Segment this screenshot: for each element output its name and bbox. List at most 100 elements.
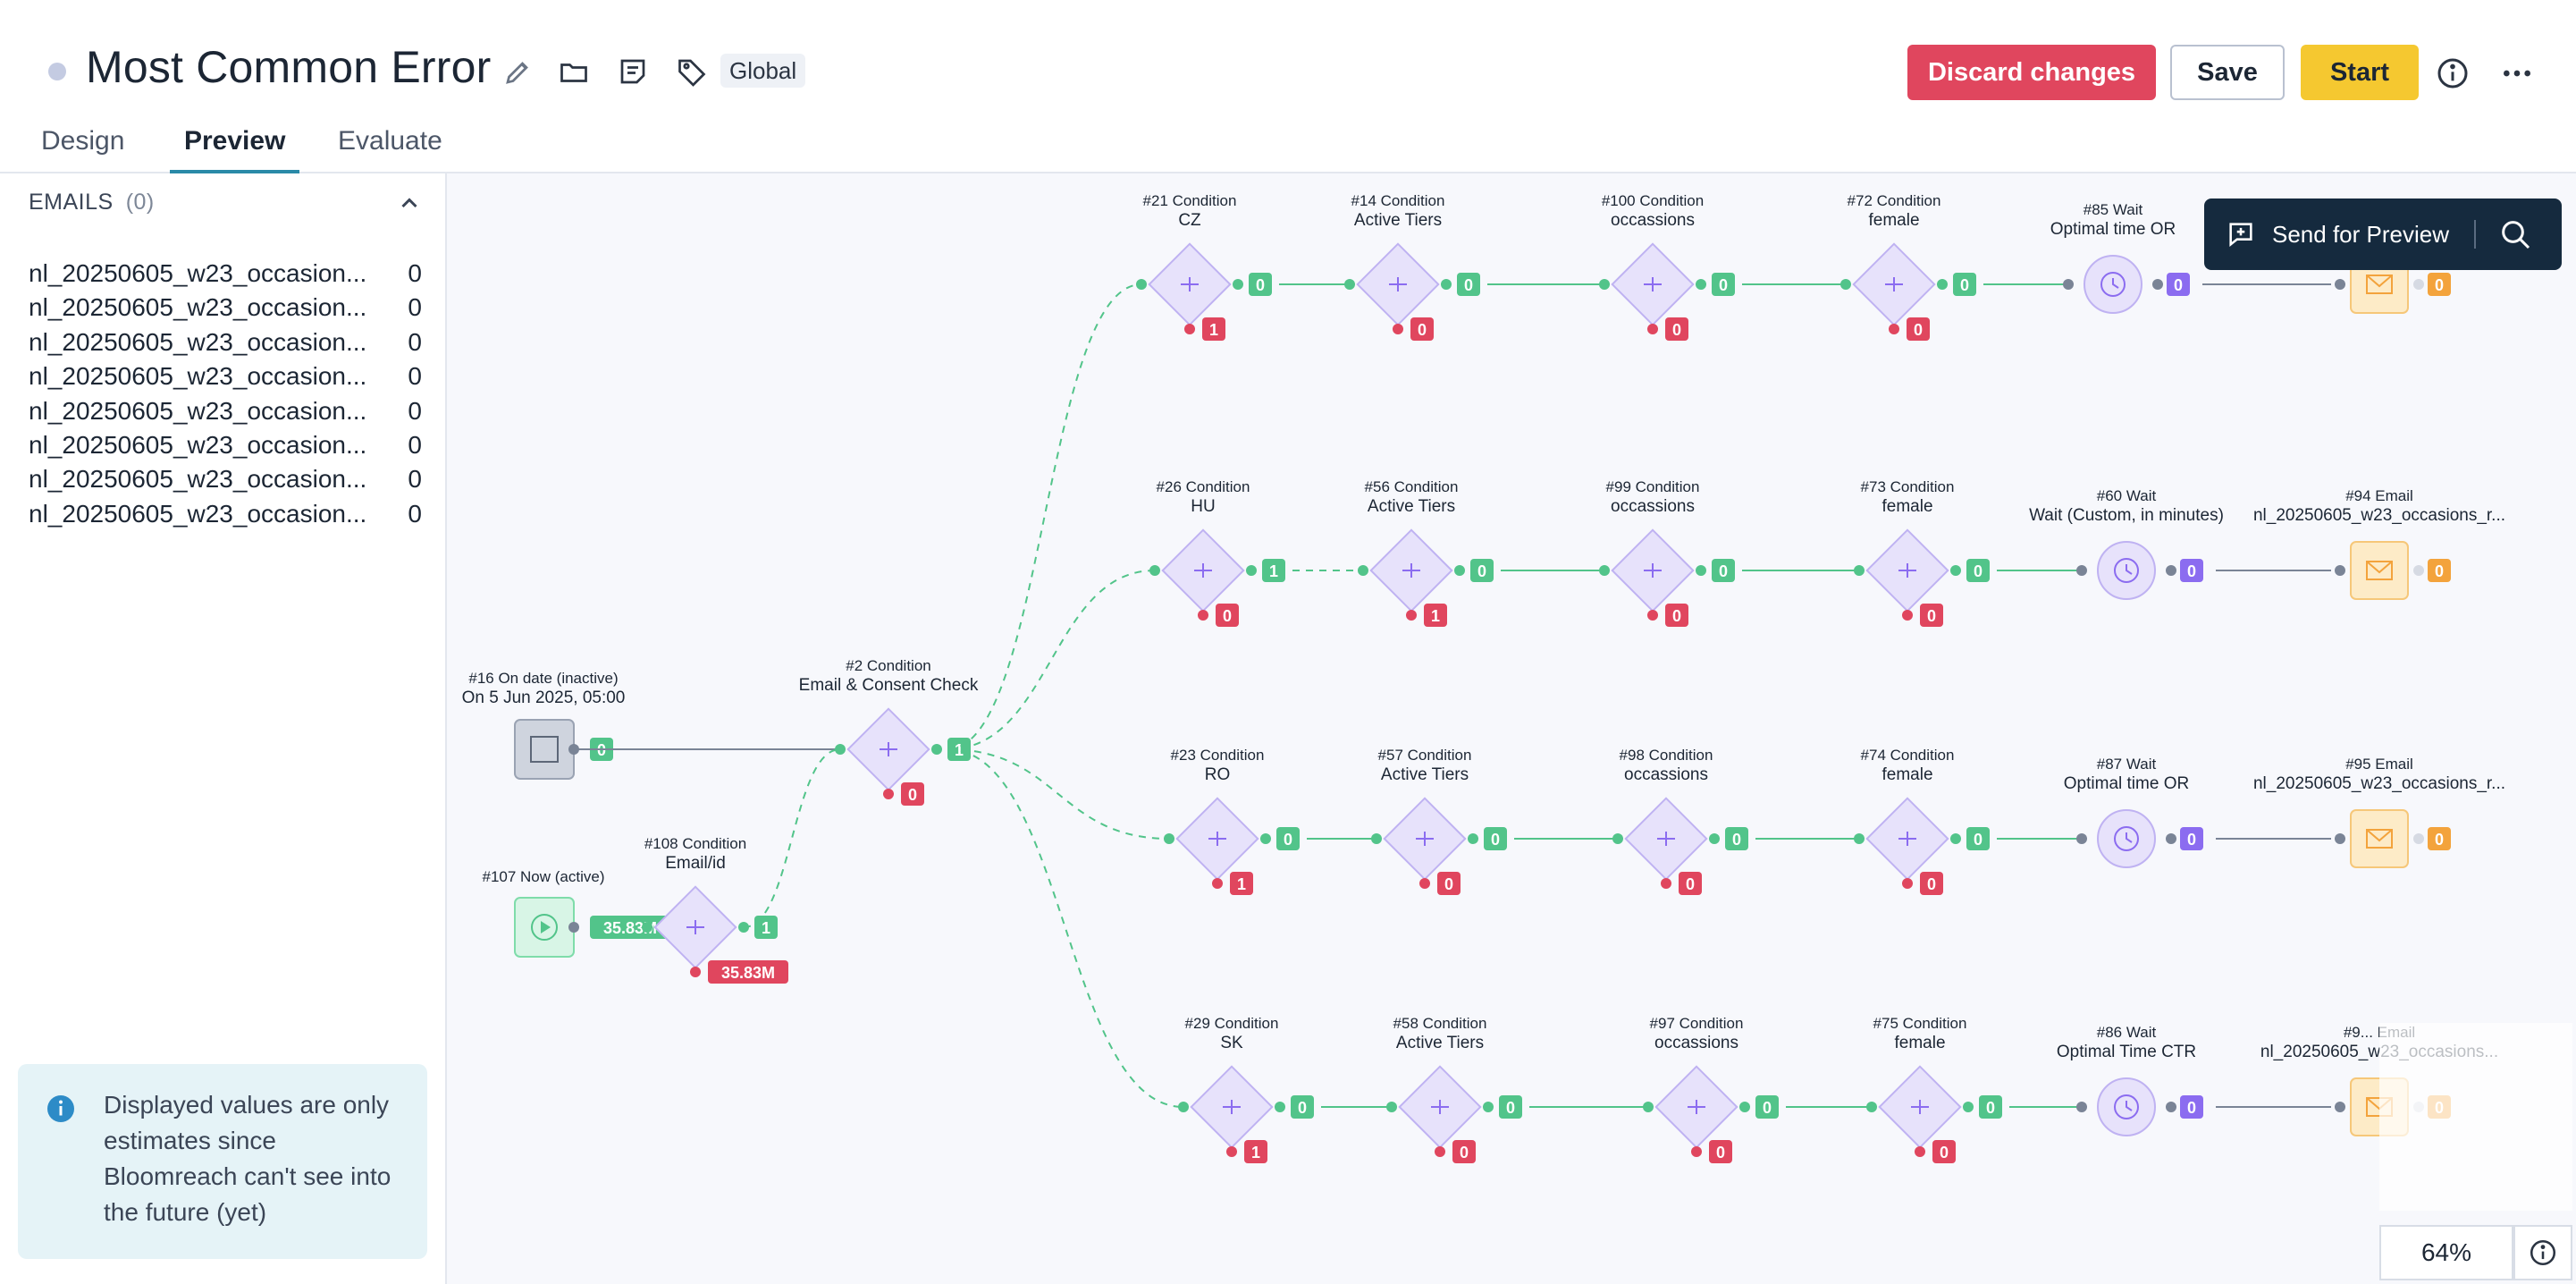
tag-icon[interactable] — [672, 52, 711, 91]
condition-icon — [1644, 563, 1662, 578]
condition-node[interactable] — [1878, 1065, 1962, 1149]
condition-node-108[interactable] — [653, 885, 737, 969]
no-count-badge-bg — [1920, 604, 1943, 627]
node-title: #99 Condition — [1606, 478, 1700, 495]
minimap[interactable] — [2379, 1023, 2572, 1211]
no-count-badge-label: 1 — [1237, 875, 1246, 893]
condition-node[interactable] — [1369, 528, 1453, 612]
email-node[interactable] — [2350, 541, 2409, 600]
condition-node[interactable] — [1148, 242, 1232, 326]
email-list-item[interactable]: nl_20250605_w23_occasion...0 — [29, 259, 422, 293]
clock-hands — [2126, 832, 2133, 843]
email-name: nl_20250605_w23_occasion... — [29, 362, 367, 391]
condition-node[interactable] — [1398, 1065, 1482, 1149]
email-box[interactable] — [2350, 809, 2409, 868]
tab-evaluate[interactable]: Evaluate — [338, 126, 442, 156]
note-icon[interactable] — [613, 52, 652, 91]
output-port — [2413, 279, 2424, 290]
send-for-preview-button[interactable]: Send for Preview — [2204, 199, 2481, 270]
tab-preview[interactable]: Preview — [170, 114, 300, 173]
no-count-badge-label: 0 — [1716, 1144, 1725, 1162]
no-port — [1691, 1146, 1702, 1157]
yes-port — [1468, 833, 1478, 844]
condition-node[interactable] — [1611, 242, 1695, 326]
no-count-badge-label: 0 — [1914, 321, 1923, 339]
yes-port — [1441, 279, 1452, 290]
email-count-badge-bg — [2428, 273, 2451, 296]
condition-node[interactable] — [1356, 242, 1440, 326]
save-button[interactable]: Save — [2170, 45, 2285, 100]
input-port — [1612, 833, 1623, 844]
email-box[interactable] — [2350, 541, 2409, 600]
wait-count-badge-label: 0 — [2187, 562, 2196, 580]
condition-icon — [880, 742, 897, 756]
folder-icon[interactable] — [554, 52, 593, 91]
wait-node[interactable] — [2097, 1077, 2156, 1136]
email-list-item[interactable]: nl_20250605_w23_occasion...0 — [29, 500, 422, 534]
condition-icon — [1657, 832, 1675, 846]
email-name: nl_20250605_w23_occasion... — [29, 396, 367, 425]
zoom-info-icon[interactable] — [2513, 1225, 2572, 1280]
no-port — [1198, 610, 1208, 621]
email-list-item[interactable]: nl_20250605_w23_occasion...0 — [29, 328, 422, 362]
clock-hands — [2126, 564, 2133, 575]
flow-canvas[interactable]: #16 On date (inactive)On 5 Jun 2025, 05:… — [447, 173, 2576, 1284]
chevron-up-icon[interactable] — [393, 188, 425, 220]
email-list-item[interactable]: nl_20250605_w23_occasion...0 — [29, 397, 422, 431]
no-count-badge-bg — [1216, 604, 1239, 627]
condition-node[interactable] — [1611, 528, 1695, 612]
edit-pencil-icon[interactable] — [499, 52, 538, 91]
discard-changes-button[interactable]: Discard changes — [1907, 45, 2156, 100]
no-count-badge: 0 — [1410, 317, 1434, 341]
email-count: 0 — [408, 465, 422, 494]
start-button[interactable]: Start — [2301, 45, 2419, 100]
condition-node[interactable] — [1383, 797, 1467, 881]
condition-node[interactable] — [1624, 797, 1708, 881]
trigger-now-node[interactable] — [514, 897, 575, 958]
scope-chip[interactable]: Global — [720, 54, 806, 88]
condition-node[interactable] — [1161, 528, 1245, 612]
wait-node[interactable] — [2084, 255, 2142, 314]
condition-node[interactable] — [1865, 797, 1949, 881]
email-count-badge-label: 0 — [2435, 562, 2444, 580]
condition-icon — [1208, 832, 1226, 846]
yes-count-badge-bg — [1484, 827, 1507, 850]
email-list-item[interactable]: nl_20250605_w23_occasion...0 — [29, 465, 422, 499]
emails-section-title: EMAILS — [29, 190, 114, 215]
condition-node[interactable] — [1190, 1065, 1274, 1149]
yes-count-badge-bg — [1966, 559, 1990, 582]
yes-count-badge: 0 — [1966, 559, 1990, 582]
wait-node[interactable] — [2097, 541, 2156, 600]
yes-port — [1709, 833, 1720, 844]
yes-count-badge-label: 0 — [1719, 562, 1728, 580]
email-list-item[interactable]: nl_20250605_w23_occasion...0 — [29, 431, 422, 465]
more-options-icon[interactable] — [2499, 55, 2535, 91]
node-title: #75 Condition — [1873, 1015, 1967, 1032]
no-count-badge-bg — [1437, 872, 1461, 895]
condition-node[interactable] — [1654, 1065, 1738, 1149]
email-list-item[interactable]: nl_20250605_w23_occasion...0 — [29, 362, 422, 396]
node-title: #2 Condition — [846, 657, 930, 674]
email-list-item[interactable]: nl_20250605_w23_occasion...0 — [29, 293, 422, 327]
zoom-level[interactable]: 64% — [2379, 1225, 2513, 1280]
condition-node[interactable] — [1175, 797, 1259, 881]
email-node[interactable] — [2350, 809, 2409, 868]
search-icon[interactable] — [2497, 216, 2533, 252]
wait-node[interactable] — [2097, 809, 2156, 868]
node-subtitle: occassions — [1611, 497, 1695, 516]
no-count-badge-label: 0 — [1927, 875, 1936, 893]
condition-node-2[interactable] — [846, 707, 930, 791]
no-count-badge-label: 0 — [1686, 875, 1695, 893]
send-for-preview-label: Send for Preview — [2272, 220, 2449, 248]
calendar-box[interactable] — [514, 719, 575, 780]
flow-diagram[interactable]: #16 On date (inactive)On 5 Jun 2025, 05:… — [447, 173, 2576, 1284]
info-icon[interactable] — [2435, 55, 2471, 91]
condition-node[interactable] — [1865, 528, 1949, 612]
no-port — [1902, 878, 1913, 889]
trigger-on-date-node[interactable] — [514, 719, 575, 780]
yes-count-badge-bg — [1276, 827, 1300, 850]
condition-node[interactable] — [1852, 242, 1936, 326]
yes-count-badge-label: 0 — [1986, 1099, 1995, 1117]
emails-section-header[interactable]: EMAILS(0) — [29, 190, 155, 215]
tab-design[interactable]: Design — [41, 126, 125, 156]
